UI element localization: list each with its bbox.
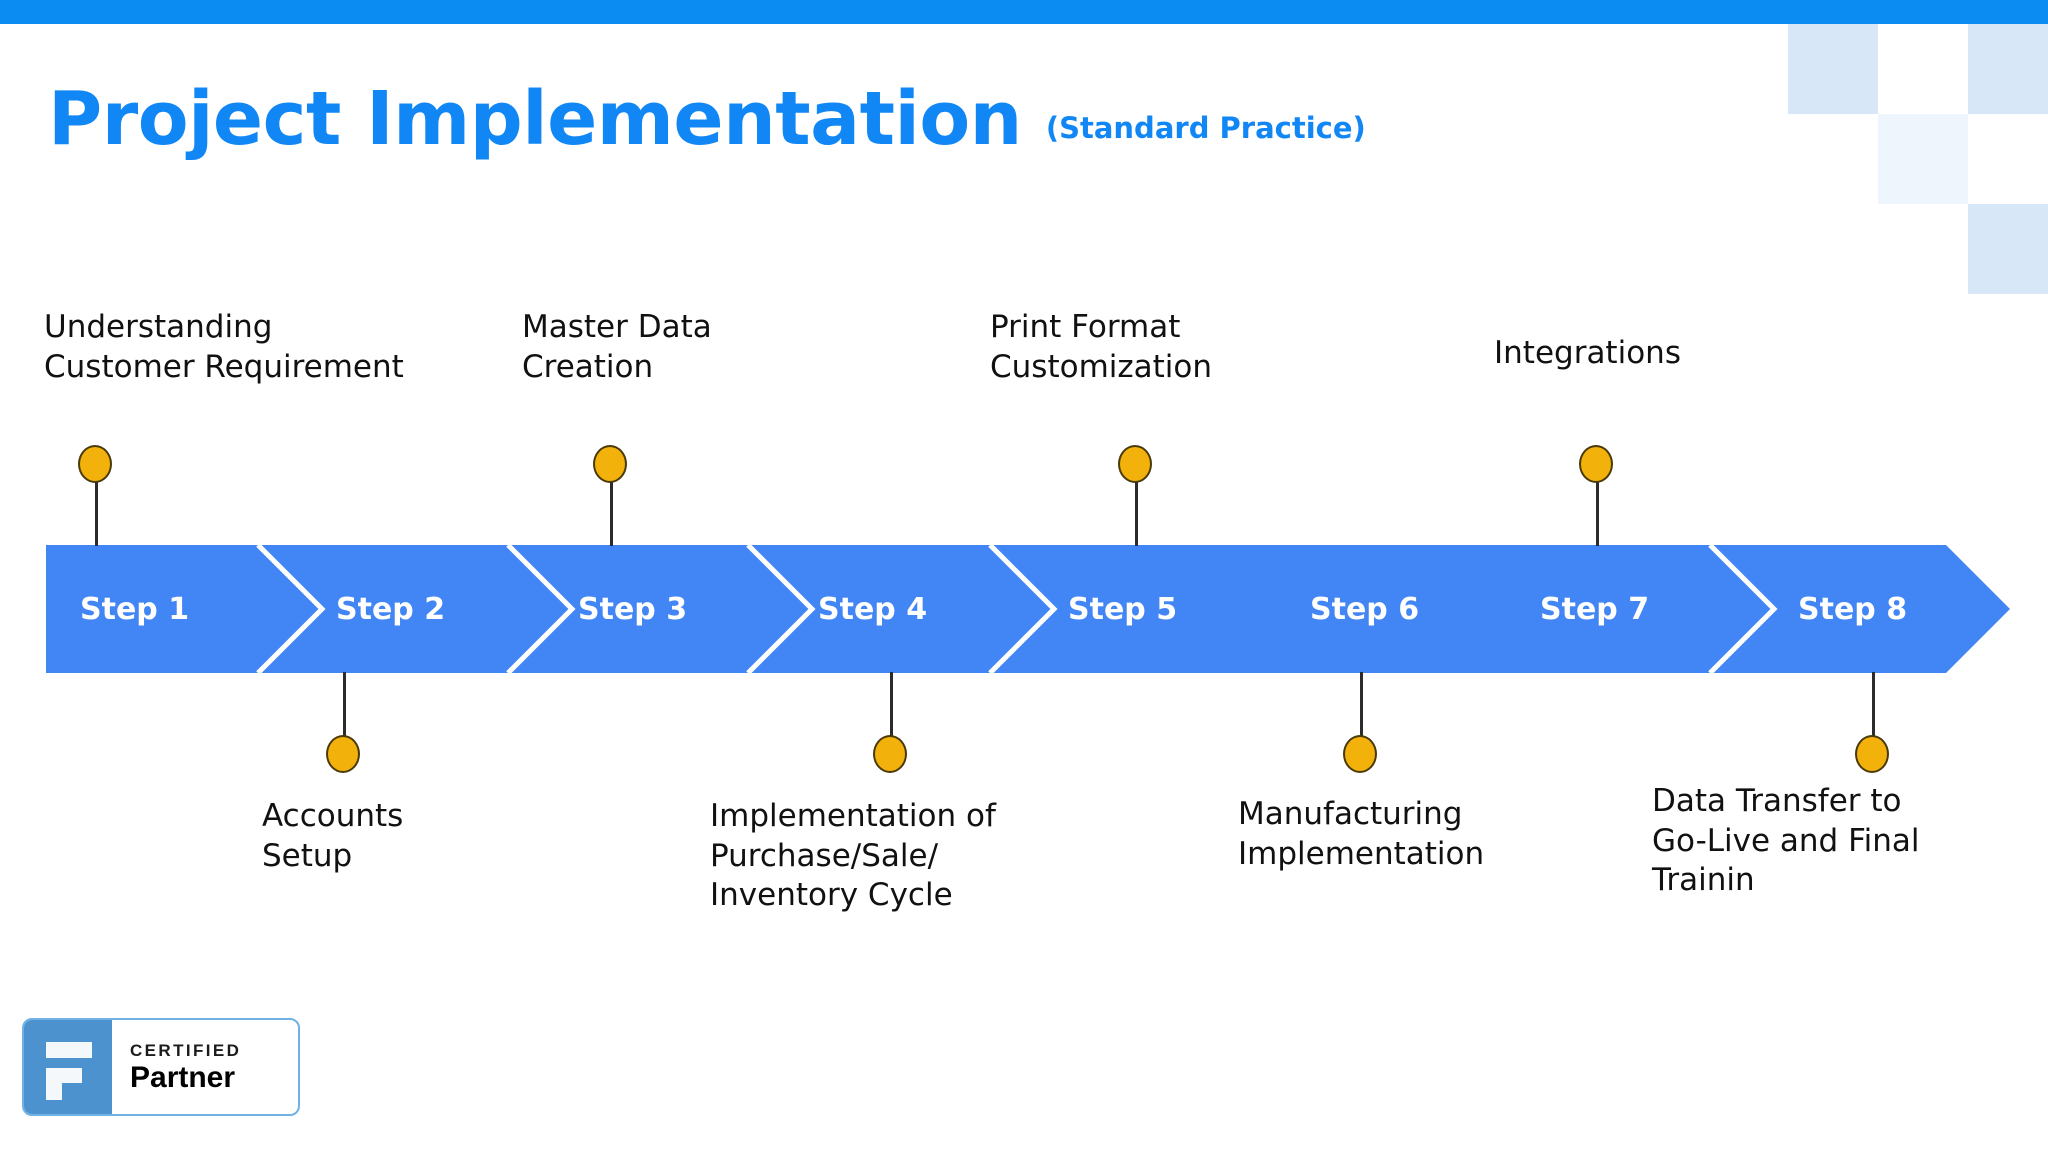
connector-line-step-8: [1872, 672, 1875, 754]
page-title-group: Project Implementation (Standard Practic…: [48, 82, 1366, 156]
step-label-3[interactable]: Step 3: [578, 591, 688, 627]
callout-step-1: Understanding Customer Requirement: [44, 309, 404, 385]
process-arrow-bar: [46, 545, 2010, 673]
connector-dot-step-3: [593, 445, 627, 483]
step-label-4[interactable]: Step 4: [818, 591, 928, 627]
certified-partner-badge: CERTIFIED Partner: [22, 1018, 300, 1116]
callout-step-6: Manufacturing Implementation: [1238, 796, 1485, 872]
callout-step-4: Implementation of Purchase/Sale/ Invento…: [710, 798, 996, 914]
badge-partner-label: Partner: [130, 1060, 236, 1094]
callout-step-5: Print Format Customization: [990, 309, 1213, 385]
connector-dot-step-8: [1855, 735, 1889, 773]
deco-square-2: [1968, 24, 2048, 114]
deco-square-3: [1878, 114, 1968, 204]
connector-line-step-1: [95, 464, 98, 546]
connector-dot-step-5: [1118, 445, 1152, 483]
connector-line-step-3: [610, 464, 613, 546]
callout-step-3: Master Data Creation: [522, 309, 712, 385]
connector-dot-step-2: [326, 735, 360, 773]
callout-step-7: Integrations: [1494, 335, 1681, 371]
badge-text-group: CERTIFIED Partner: [112, 1020, 298, 1114]
badge-certified-label: CERTIFIED: [130, 1040, 242, 1060]
frappe-logo-icon: [24, 1020, 112, 1114]
frappe-logo-bar-mid: [46, 1068, 82, 1083]
connector-line-step-6: [1360, 672, 1363, 754]
connector-line-step-2: [343, 672, 346, 754]
connector-dot-step-4: [873, 735, 907, 773]
callout-step-8: Data Transfer to Go-Live and Final Train…: [1652, 783, 1920, 899]
page-subtitle: (Standard Practice): [1045, 111, 1366, 145]
deco-square-4: [1968, 204, 2048, 294]
step-label-8[interactable]: Step 8: [1798, 591, 1908, 627]
connector-dot-step-7: [1579, 445, 1613, 483]
top-accent-bar: [0, 0, 2048, 24]
connector-dot-step-1: [78, 445, 112, 483]
connector-line-step-5: [1135, 464, 1138, 546]
step-label-2[interactable]: Step 2: [336, 591, 446, 627]
connector-line-step-7: [1596, 464, 1599, 546]
step-label-7[interactable]: Step 7: [1540, 591, 1650, 627]
connector-dot-step-6: [1343, 735, 1377, 773]
page-title: Project Implementation: [48, 76, 1022, 162]
chevron-separators: [256, 545, 1778, 673]
callout-step-2: Accounts Setup: [262, 798, 404, 874]
frappe-logo-bar-top: [46, 1042, 92, 1058]
deco-square-1: [1788, 24, 1878, 114]
step-label-6[interactable]: Step 6: [1310, 591, 1420, 627]
step-label-1[interactable]: Step 1: [80, 591, 190, 627]
step-label-5[interactable]: Step 5: [1068, 591, 1178, 627]
decorative-squares: [1748, 24, 2048, 314]
connector-line-step-4: [890, 672, 893, 754]
